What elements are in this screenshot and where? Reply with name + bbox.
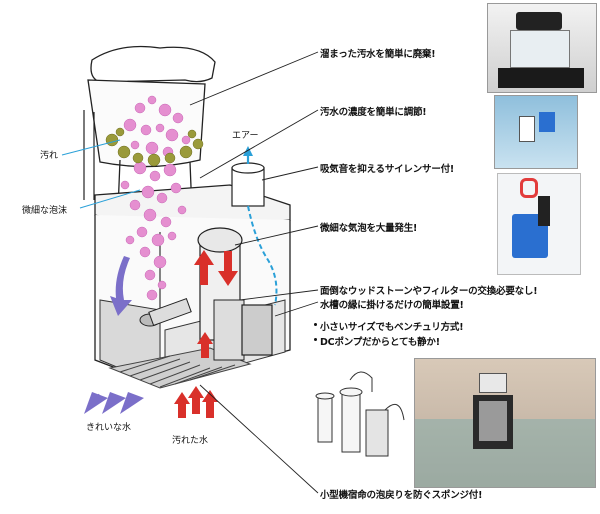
parts-illustration [315, 371, 405, 457]
pump [241, 304, 273, 356]
feature-no-replacement: 面倒なウッドストーンやフィルターの交換必要なし! [320, 286, 538, 297]
feature-sponge: 小型機宿命の泡戻りを防ぐスポンジ付! [320, 490, 483, 501]
bullet-dot [314, 338, 317, 341]
photo-pump [497, 173, 581, 275]
photo-body [494, 95, 578, 169]
label-air: エアー [232, 131, 259, 141]
collection-cup-lid [90, 45, 216, 83]
dirty-water-arrows [174, 250, 238, 418]
dirt-ring [105, 127, 204, 167]
feature-dc-pump: DCポンプだからとても静か! [320, 337, 440, 348]
label-dirt: 汚れ [40, 151, 59, 161]
photo-cup [487, 3, 597, 93]
collection-cup [87, 79, 206, 168]
feature-hang-on-install: 水槽の縁に掛けるだけの簡単設置! [320, 300, 464, 311]
bubbles-cloud [120, 95, 191, 301]
feature-silencer: 吸気音を抑えるサイレンサー付! [320, 164, 455, 175]
label-dirty-water: 汚れた水 [172, 436, 209, 446]
label-clean-water: きれいな水 [86, 423, 132, 433]
photo-installed [414, 358, 596, 488]
feature-fine-bubbles: 微細な気泡を大量発生! [320, 223, 418, 234]
bullet-dot [314, 323, 317, 326]
label-fine-bubbles: 微細な泡沫 [22, 206, 68, 216]
feature-venturi: 小さいサイズでもベンチュリ方式! [320, 322, 464, 333]
leader-lines [189, 51, 319, 494]
silencer [231, 167, 265, 207]
clean-water-arrows [84, 256, 144, 414]
feature-concentration-adjust: 汚水の濃度を簡単に調節! [320, 107, 427, 118]
feature-easy-disposal: 溜まった汚水を簡単に廃棄! [320, 49, 436, 60]
